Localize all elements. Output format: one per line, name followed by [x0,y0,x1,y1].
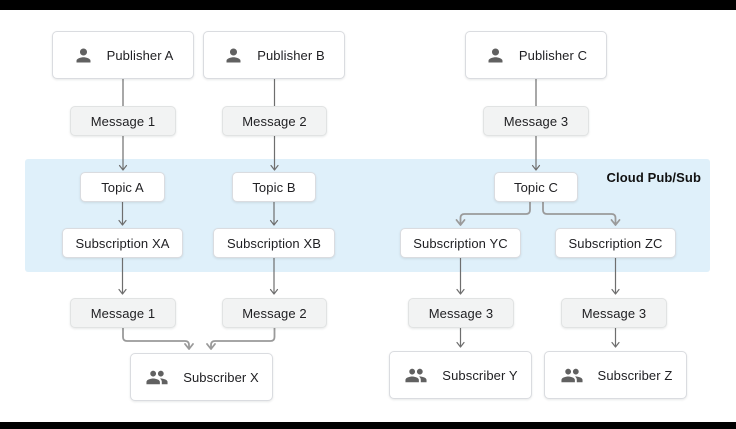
node-message-2-bottom: Message 2 [222,298,327,328]
node-message-1-bottom: Message 1 [70,298,176,328]
person-icon [485,45,506,66]
node-label: Publisher B [257,47,325,63]
node-label: Subscription ZC [568,235,663,251]
node-message-3-bottom-right: Message 3 [561,298,667,328]
node-label: Message 3 [503,113,569,129]
node-label: Message 3 [581,305,647,321]
node-label: Subscriber Y [442,367,518,383]
node-label: Message 3 [428,305,494,321]
node-label: Publisher C [518,47,588,63]
people-icon [144,366,170,389]
node-label: Message 1 [90,305,156,321]
node-publisher-c: Publisher C [465,31,607,79]
node-publisher-a: Publisher A [52,31,194,79]
node-label: Subscriber Z [597,367,673,383]
node-subscription-yc: Subscription YC [400,228,521,258]
node-label: Topic C [513,179,559,195]
cloud-pubsub-band-label: Cloud Pub/Sub [606,170,701,185]
letterbox-top [0,0,736,10]
node-subscription-xb: Subscription XB [213,228,335,258]
node-subscriber-x: Subscriber X [130,353,273,401]
node-message-3-top: Message 3 [483,106,589,136]
node-label: Topic A [101,179,144,195]
people-icon [403,364,429,387]
node-subscription-xa: Subscription XA [62,228,183,258]
node-label: Message 2 [242,305,307,321]
node-subscriber-z: Subscriber Z [544,351,687,399]
node-label: Message 2 [242,113,307,129]
node-message-2-top: Message 2 [222,106,327,136]
node-label: Subscription XA [75,235,170,251]
node-message-1-top: Message 1 [70,106,176,136]
node-publisher-b: Publisher B [203,31,345,79]
letterbox-bottom [0,422,736,429]
node-label: Subscriber X [183,369,259,385]
node-message-3-bottom-left: Message 3 [408,298,514,328]
node-subscription-zc: Subscription ZC [555,228,676,258]
node-topic-b: Topic B [232,172,316,202]
node-label: Message 1 [90,113,156,129]
node-label: Topic B [252,179,296,195]
people-icon [559,364,585,387]
person-icon [223,45,244,66]
node-label: Subscription XB [227,235,321,251]
straight-connectors [118,78,620,348]
node-label: Subscription YC [413,235,508,251]
node-topic-a: Topic A [80,172,165,202]
elbow-connectors [122,201,621,350]
node-label: Publisher A [106,47,174,63]
node-topic-c: Topic C [494,172,578,202]
person-icon [73,45,94,66]
node-subscriber-y: Subscriber Y [389,351,532,399]
